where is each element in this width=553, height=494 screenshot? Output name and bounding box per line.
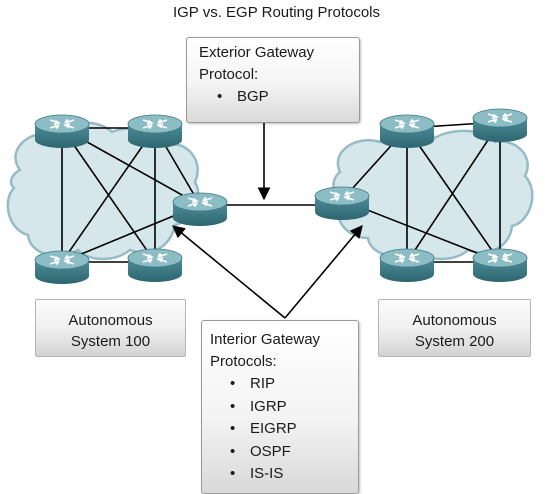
igp-heading-line1: Interior Gateway bbox=[210, 331, 321, 348]
router-icon bbox=[127, 248, 183, 283]
egp-heading-line2: Protocol: bbox=[199, 66, 259, 83]
router-icon bbox=[314, 186, 370, 221]
egp-callout: Exterior Gateway Protocol: BGP bbox=[186, 37, 360, 123]
router-icon bbox=[34, 114, 90, 149]
arrows bbox=[172, 122, 363, 319]
router-icon bbox=[472, 108, 528, 143]
diagram-title: IGP vs. EGP Routing Protocols bbox=[172, 4, 381, 21]
list-item: IGRP bbox=[230, 396, 358, 419]
as-100-label: Autonomous System 100 bbox=[35, 299, 186, 357]
as-100-line1: Autonomous bbox=[68, 312, 153, 329]
egp-heading-line1: Exterior Gateway bbox=[199, 44, 315, 61]
igp-callout: Interior Gateway Protocols: RIP IGRP EIG… bbox=[201, 320, 359, 494]
list-item: RIP bbox=[230, 373, 358, 396]
igp-arrow-left bbox=[172, 225, 286, 319]
router-icon bbox=[127, 114, 183, 149]
as-100-line2: System 100 bbox=[70, 333, 151, 350]
igp-arrow-right bbox=[284, 225, 363, 319]
router-icon bbox=[379, 114, 435, 149]
router-icon bbox=[172, 192, 228, 227]
as-200-line1: Autonomous bbox=[412, 312, 497, 329]
as-200-line2: System 200 bbox=[414, 333, 495, 350]
list-item: OSPF bbox=[230, 441, 358, 464]
router-icon bbox=[34, 250, 90, 285]
list-item: BGP bbox=[217, 86, 359, 108]
as-200-label: Autonomous System 200 bbox=[378, 299, 531, 357]
igp-heading-line2: Protocols: bbox=[210, 353, 277, 370]
list-item: EIGRP bbox=[230, 418, 358, 441]
igp-list: RIP IGRP EIGRP OSPF IS-IS bbox=[202, 373, 358, 486]
router-icon bbox=[472, 248, 528, 283]
router-icon bbox=[379, 248, 435, 283]
egp-list: BGP bbox=[187, 86, 359, 108]
list-item: IS-IS bbox=[230, 463, 358, 486]
